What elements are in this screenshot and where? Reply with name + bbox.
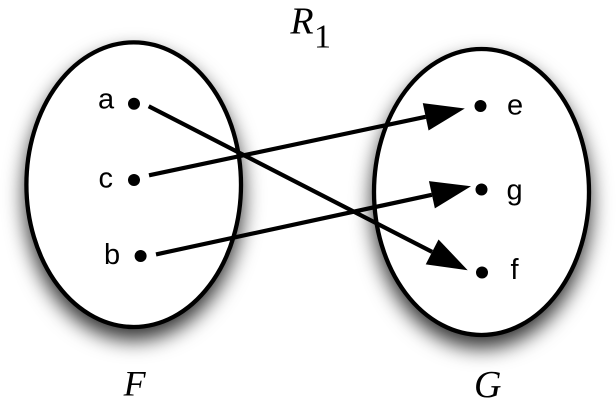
svg-text:R: R xyxy=(289,1,313,43)
svg-text:1: 1 xyxy=(314,19,331,56)
svg-text:c: c xyxy=(99,162,114,194)
svg-text:e: e xyxy=(507,89,523,121)
svg-text:F: F xyxy=(123,364,147,404)
svg-text:b: b xyxy=(104,239,120,271)
svg-text:G: G xyxy=(474,364,501,406)
svg-text:a: a xyxy=(98,84,115,116)
svg-text:g: g xyxy=(507,175,523,207)
svg-text:f: f xyxy=(511,254,520,286)
